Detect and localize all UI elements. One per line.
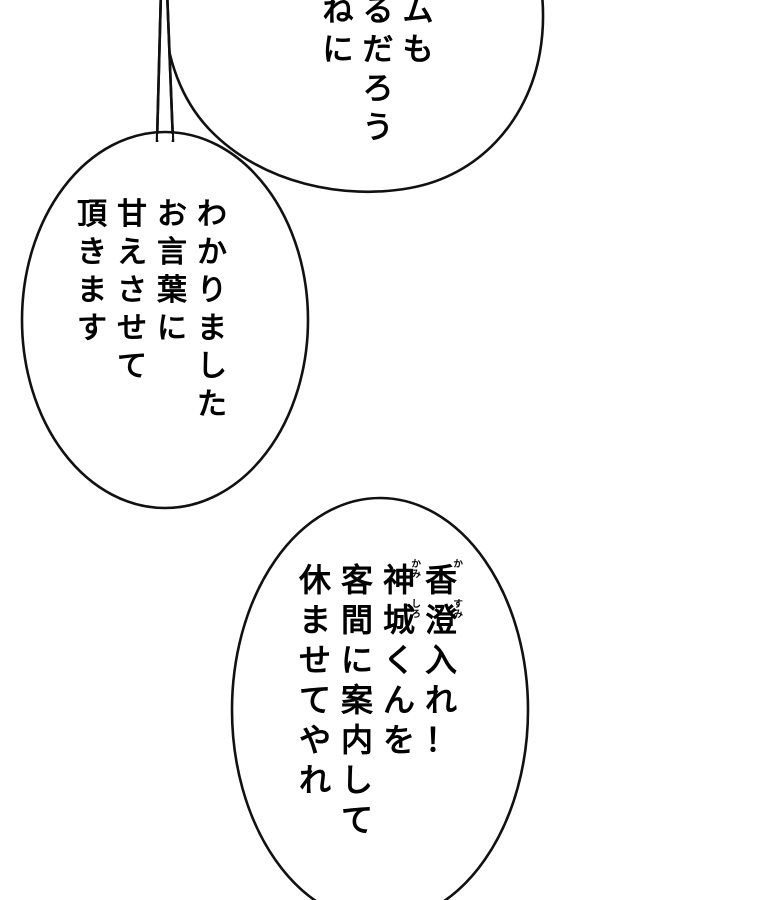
bubble-2-tail-sides [155, 0, 175, 143]
bubble-2-outline [20, 130, 310, 510]
bubble-2-tail-mouth-mask [158, 134, 172, 140]
speech-bubble-2 [20, 0, 310, 510]
bubble-3-outline [230, 496, 530, 900]
speech-bubble-3 [230, 496, 530, 900]
